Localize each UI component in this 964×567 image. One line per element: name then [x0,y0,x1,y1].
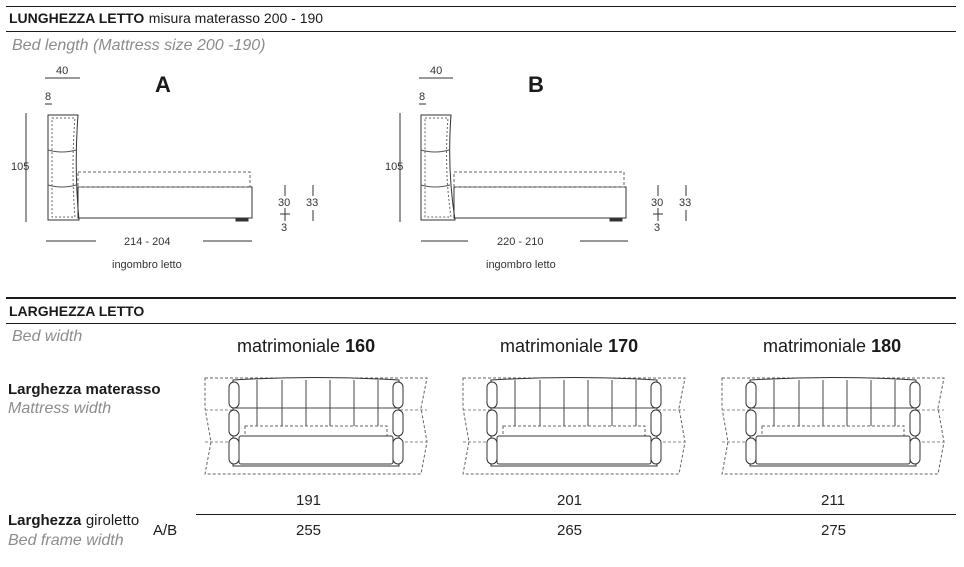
length-title-bold: LUNGHEZZA LETTO [9,10,145,26]
frame-width-suffix: A/B [153,522,178,539]
bed-frame [453,186,627,219]
headboard-seams [47,149,77,188]
bed-foot [609,217,623,222]
side-view-b-frame-high: 33 [679,197,692,209]
length-section-subtitle: Bed length (Mattress size 200 -190) [12,37,266,54]
frame-width-160: 255 [296,522,322,539]
side-view-b-frame-low: 30 [651,197,664,209]
length-title-rest: misura materasso 200 - 190 [148,10,324,26]
side-view-a-depth: 40 [56,65,69,77]
side-view-a-overall: 214 - 204 [124,236,171,248]
width-top-rule [6,297,956,299]
mattress-outline [77,171,251,188]
top-rule [6,6,956,7]
side-view-b-feet: 3 [654,222,661,234]
side-view-b-depth: 40 [430,65,443,77]
frame-width-label: Larghezza giroletto [8,512,139,530]
frame-width-sublabel: Bed frame width [8,532,124,549]
side-view-b-letter: B [528,72,544,97]
variant-size: 160 [345,336,376,356]
frame-width-label-bold: Larghezza [8,512,82,529]
headboard-inner [51,117,76,218]
top-view-180 [721,377,945,475]
side-view-a-height: 105 [11,161,30,173]
variant-name: matrimoniale [500,336,604,356]
variant-180-heading: matrimoniale 180 [763,336,901,357]
variant-name: matrimoniale [763,336,867,356]
width-section-subtitle: Bed width [12,328,83,345]
side-view-a-thickness: 8 [45,91,52,103]
side-view-b-overall-label: ingombro letto [486,259,556,271]
width-title-rule [6,323,956,324]
side-view-a-overall-label: ingombro letto [112,259,182,271]
variant-name: matrimoniale [237,336,341,356]
mattress-width-180: 211 [821,492,845,509]
length-title-rule [6,31,956,32]
variant-size: 170 [608,336,639,356]
side-view-a-frame-high: 33 [306,197,319,209]
frame-width-170: 265 [557,522,583,539]
mattress-width-170: 201 [557,492,583,509]
width-section-title: LARGHEZZA LETTO [9,303,145,319]
variant-160-heading: matrimoniale 160 [237,336,375,357]
side-view-b-overall: 220 - 210 [497,236,544,248]
frame-width-label-rest: giroletto [85,512,140,529]
side-view-b-thickness: 8 [419,91,426,103]
headboard-seams [420,149,451,188]
headboard-outline [47,114,80,221]
side-view-a-frame-low: 30 [278,197,291,209]
side-view-a-letter: A [155,72,171,97]
frame-width-rule [196,514,956,515]
headboard-outline [420,114,456,221]
mattress-width-160: 191 [296,492,322,509]
mattress-outline [453,171,625,188]
headboard-inner [424,117,452,218]
top-view-160 [204,377,428,475]
length-section-title: LUNGHEZZA LETTO misura materasso 200 - 1… [9,10,323,28]
variant-size: 180 [871,336,902,356]
bed-foot [235,217,249,222]
variant-170-heading: matrimoniale 170 [500,336,638,357]
side-view-b-height: 105 [385,161,404,173]
side-view-a-feet: 3 [281,222,288,234]
top-view-170 [462,377,686,475]
mattress-width-sublabel: Mattress width [8,400,112,417]
frame-width-180: 275 [821,522,847,539]
mattress-width-label: Larghezza materasso [8,381,161,398]
